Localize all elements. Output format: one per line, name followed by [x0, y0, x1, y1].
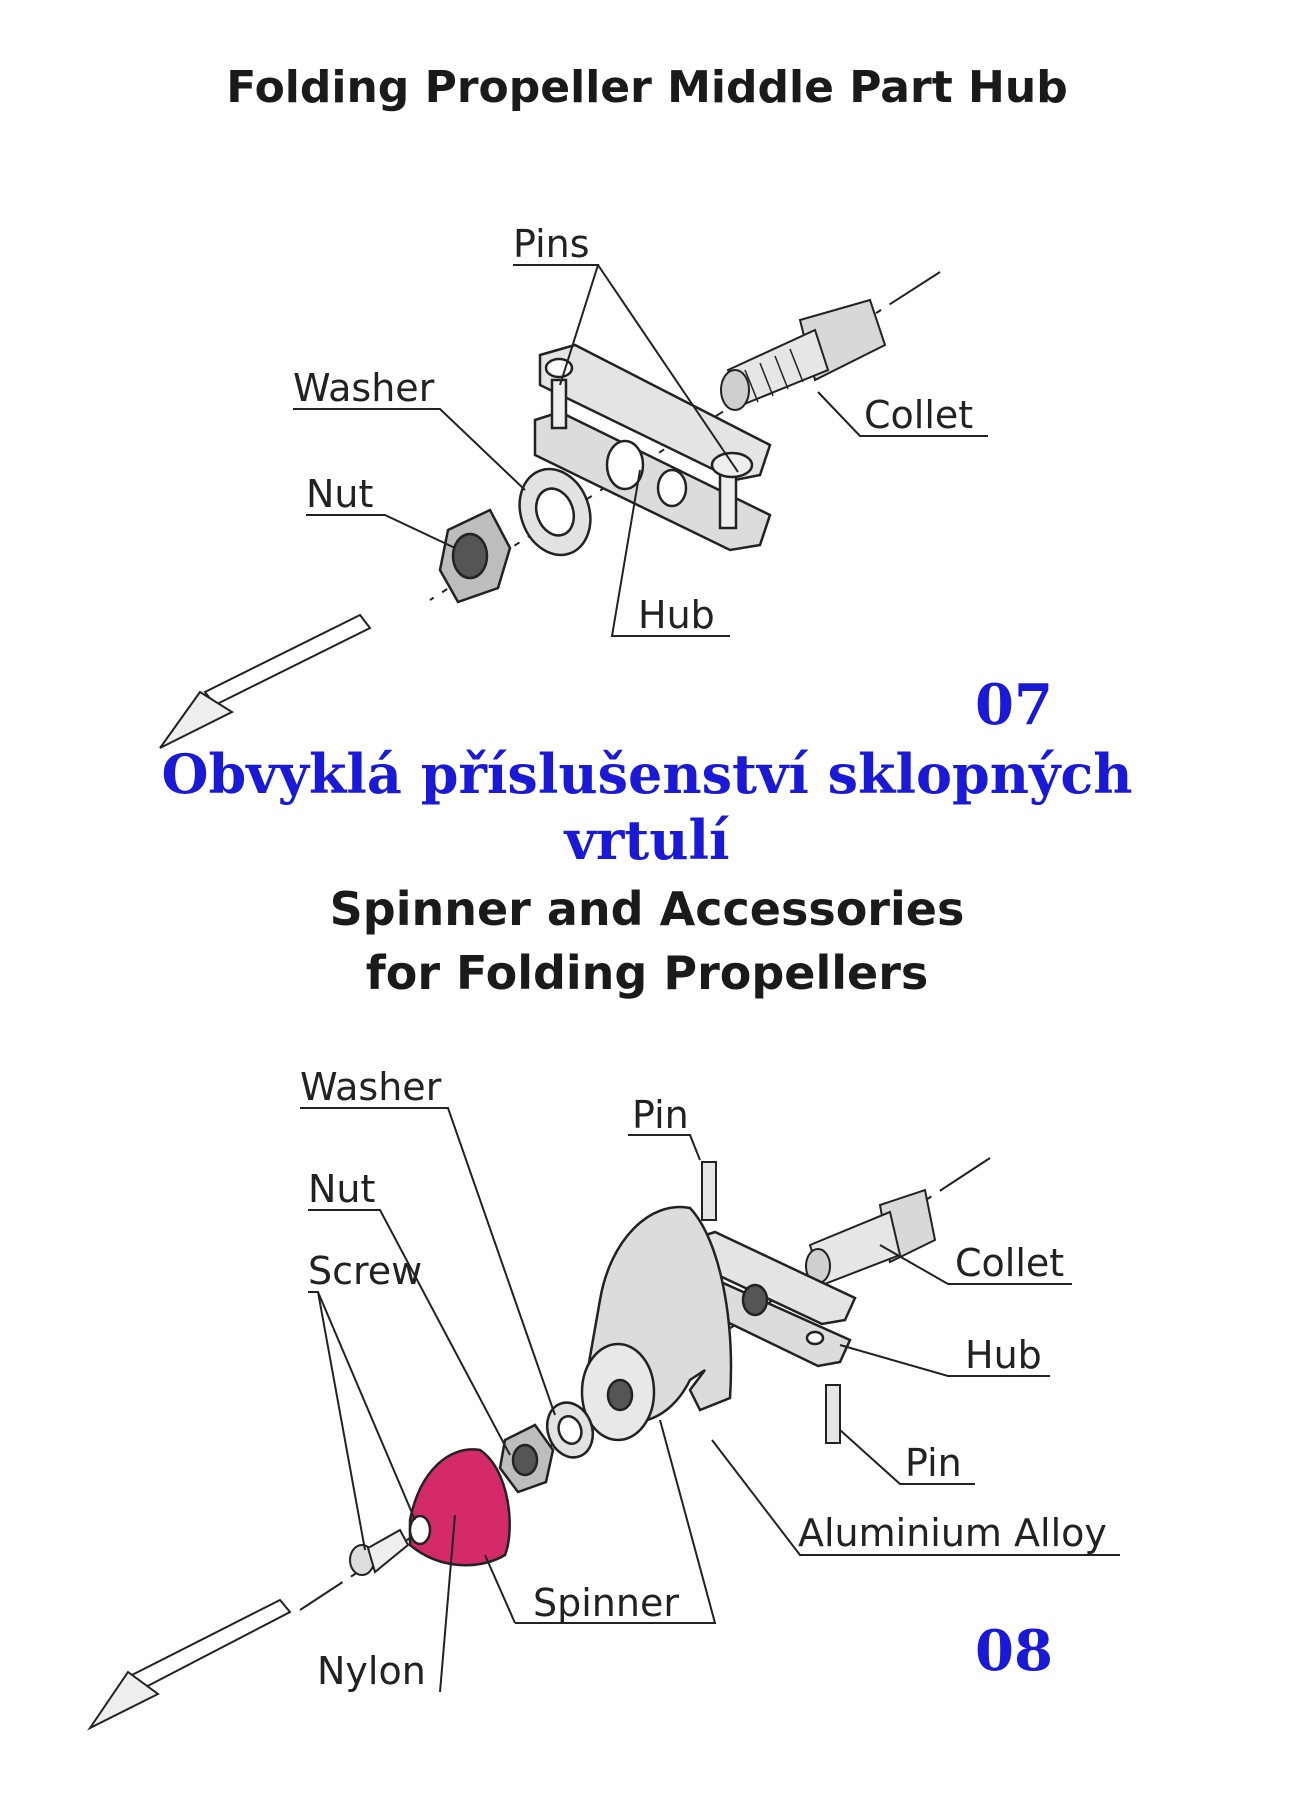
direction-arrow-icon	[159, 613, 372, 749]
aluminium-spinner-body	[580, 1205, 733, 1442]
label-pin-bottom: Pin	[905, 1441, 962, 1485]
washer-part	[518, 467, 592, 557]
czech-heading-line2: vrtulí	[564, 808, 730, 872]
collet-part-2	[805, 1188, 937, 1287]
diagram-number-07: 07	[975, 672, 1053, 738]
screw-part	[349, 1528, 410, 1576]
label-screw: Screw	[308, 1249, 422, 1293]
label-washer: Washer	[293, 366, 435, 410]
top-title: Folding Propeller Middle Part Hub	[226, 62, 1068, 113]
label-hub-2: Hub	[965, 1333, 1042, 1377]
label-washer-2: Washer	[300, 1065, 442, 1109]
pin-part-top	[701, 1161, 717, 1221]
diagram-number-08: 08	[975, 1618, 1053, 1684]
label-collet-2: Collet	[955, 1241, 1064, 1285]
label-pins: Pins	[513, 222, 590, 266]
label-nylon: Nylon	[317, 1649, 426, 1693]
collet-part	[720, 298, 887, 411]
czech-heading-line1: Obvyklá příslušenství sklopných	[161, 742, 1133, 806]
direction-arrow-icon-2	[87, 1598, 292, 1731]
label-nut: Nut	[306, 472, 373, 516]
nut-part-2	[498, 1423, 555, 1494]
nylon-spinner	[408, 1448, 511, 1567]
label-hub: Hub	[638, 593, 715, 637]
pin-part-bottom	[825, 1384, 841, 1444]
english-heading-line2: for Folding Propellers	[365, 946, 929, 1000]
label-pin-top: Pin	[632, 1093, 689, 1137]
label-nut-2: Nut	[308, 1167, 375, 1211]
english-heading-line1: Spinner and Accessories	[329, 882, 965, 936]
washer-part-2	[545, 1401, 595, 1459]
label-spinner: Spinner	[533, 1581, 679, 1625]
label-collet: Collet	[864, 393, 973, 437]
nut-part	[438, 508, 512, 604]
hub-part	[533, 343, 772, 552]
label-aluminium-alloy: Aluminium Alloy	[798, 1511, 1107, 1555]
